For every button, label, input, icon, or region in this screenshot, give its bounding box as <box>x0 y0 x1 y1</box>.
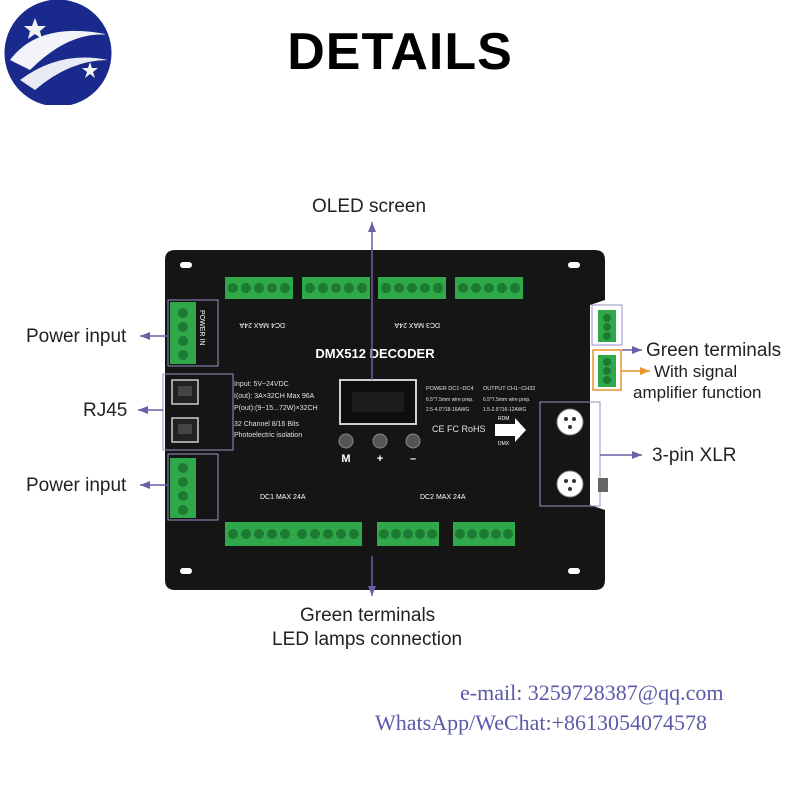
contact-email: e-mail: 3259728387@qq.com <box>460 680 724 705</box>
spec-line: I(out): 3A×32CH Max 96A <box>234 393 315 400</box>
top-group-label: DC4 MAX 24A <box>239 321 285 328</box>
mount-hole <box>568 262 580 268</box>
power-info: 6.5*7.5mm wire prep. <box>426 397 474 403</box>
plus-button[interactable] <box>372 433 388 449</box>
certification: CE FC RoHS <box>432 424 486 434</box>
button-label-minus: – <box>410 453 416 465</box>
xlr-connector-out <box>556 470 584 498</box>
bottom-group-label: DC2 MAX 24A <box>420 494 466 501</box>
callout-bottom-2: LED lamps connection <box>272 629 463 650</box>
minus-button[interactable] <box>405 433 421 449</box>
top-group-label: DC3 MAX 24A <box>394 321 440 328</box>
rdm-dmx-arrow-icon <box>495 418 526 442</box>
amp-arrow <box>621 367 650 375</box>
button-label-m: M <box>341 453 350 465</box>
device-model: DMX512 DECODER <box>315 346 435 361</box>
mount-hole <box>180 262 192 268</box>
power-in-label: POWER IN <box>198 310 205 345</box>
spec-line: 32 Channel 8/16 Bits <box>234 421 299 428</box>
top-terminals <box>225 277 523 299</box>
callout-signal-amp-2: amplifier function <box>633 383 762 402</box>
xlr-connector-in <box>556 408 584 436</box>
bottom-terminals <box>225 522 515 546</box>
callout-xlr: 3-pin XLR <box>652 445 737 466</box>
amp-highlight <box>592 349 622 391</box>
contact-whatsapp: WhatsApp/WeChat:+8613054074578 <box>375 710 708 735</box>
mount-hole <box>180 568 192 574</box>
callout-power-input-top: Power input <box>26 326 127 347</box>
spec-line: P(out):(9~15...72W)×32CH <box>234 405 318 412</box>
callout-oled: OLED screen <box>312 196 427 217</box>
output-info: 1.5-2.5"/16-12AWG <box>483 407 526 413</box>
arrow-label: DMX <box>498 441 510 447</box>
output-info: OUTPUT CH1~CH32 <box>483 386 535 392</box>
callout-arrows <box>138 222 642 596</box>
callout-green-terminals-right: Green terminals <box>646 340 782 361</box>
mount-hole <box>568 568 580 574</box>
menu-button[interactable] <box>338 433 354 449</box>
button-label-plus: + <box>377 453 383 465</box>
page-title: DETAILS <box>287 23 513 81</box>
power-info: 2.5-4.0"/18-16AWG <box>426 407 469 413</box>
brand-logo <box>0 0 122 107</box>
output-info: 6.5*7.5mm wire prep. <box>483 397 531 403</box>
spec-line: Photoelectric isolation <box>234 432 302 439</box>
callout-signal-amp-1: With signal <box>654 362 738 381</box>
bottom-group-label: DC1 MAX 24A <box>260 494 306 501</box>
callout-power-input-bottom: Power input <box>26 475 127 496</box>
callout-bottom-1: Green terminals <box>300 605 436 626</box>
arrow-label: RDM <box>498 416 509 422</box>
callout-rj45: RJ45 <box>83 400 128 421</box>
power-info: POWER DC1~DC4 <box>426 386 474 392</box>
spec-line: Input: 5V~24VDC <box>234 381 289 388</box>
